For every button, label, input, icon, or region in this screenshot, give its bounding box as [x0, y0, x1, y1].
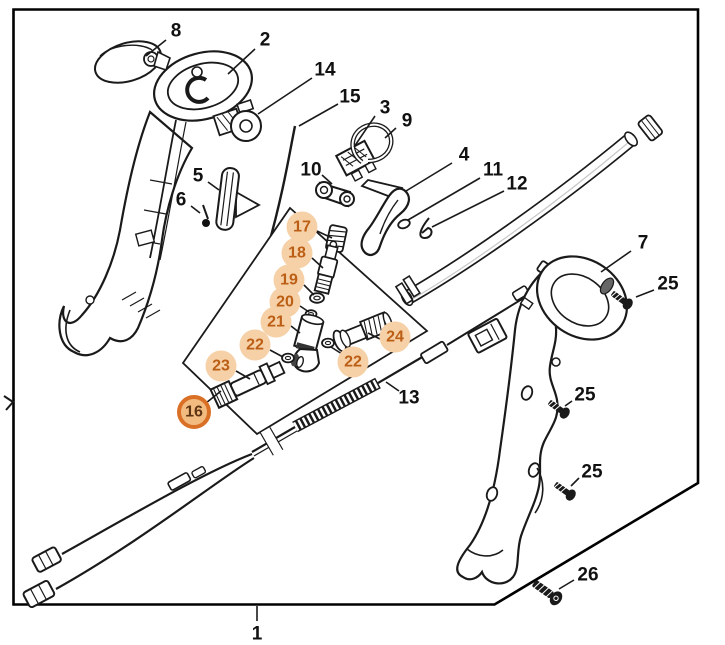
callout-4-label: 4: [459, 145, 470, 166]
part-18-valve-drawing: [313, 240, 339, 295]
part-2-handle-housing-left-drawing: [58, 50, 254, 357]
callout-9-label: 9: [402, 111, 413, 132]
callout-5-label: 5: [193, 166, 204, 187]
callout-23[interactable]: 23: [205, 350, 251, 382]
part-4-trigger-drawing: [360, 179, 410, 256]
part-14-knob-drawing: [212, 99, 262, 142]
callout-19-label: 19: [280, 272, 298, 289]
callout-24[interactable]: 24: [367, 321, 411, 353]
hose-clamp-icon: [637, 114, 663, 142]
screw-25-bottom-drawing: [553, 482, 576, 501]
callout-8-label: 8: [171, 21, 182, 42]
callout-18-label: 18: [288, 245, 306, 262]
callout-16[interactable]: 16: [177, 390, 222, 429]
hose-drawing: [394, 114, 663, 307]
part-9-wire-clip-drawing: [350, 122, 394, 164]
callout-26: 26: [558, 565, 599, 590]
callout-13: 13: [385, 381, 420, 409]
part-5-pin-drawing: [215, 167, 261, 231]
callout-3-label: 3: [380, 98, 391, 119]
callout-12: 12: [431, 174, 528, 228]
screw-26-drawing: [532, 580, 563, 606]
callout-3: 3: [353, 98, 391, 148]
part-13-throttle-cable-drawing: [251, 285, 530, 457]
callout-15-label: 15: [339, 87, 361, 108]
part-21-cylinder-drawing: [291, 313, 325, 373]
callout-10: 10: [300, 160, 333, 185]
callout-14: 14: [257, 60, 336, 115]
drawing-border: [12, 8, 700, 606]
callout-2: 2: [227, 30, 271, 75]
callout-24-label: 24: [386, 329, 404, 346]
part-10-lever-drawing: [315, 181, 355, 208]
callout-9: 9: [384, 111, 413, 139]
callout-21[interactable]: 21: [260, 306, 301, 338]
callout-14-label: 14: [314, 60, 336, 81]
callout-6-label: 6: [176, 190, 187, 211]
callout-25-middle-label: 25: [574, 385, 596, 406]
callout-23-label: 23: [212, 358, 230, 375]
callout-7-label: 7: [638, 233, 649, 254]
callout-11: 11: [407, 160, 504, 221]
callout-22-right[interactable]: 22: [330, 346, 369, 378]
callout-22-right-label: 22: [344, 354, 362, 371]
part-22-oring-right-drawing: [321, 337, 335, 349]
callout-11-label: 11: [483, 160, 504, 181]
callout-25-bottom-label: 25: [581, 462, 603, 483]
callout-2-label: 2: [260, 30, 271, 51]
callout-26-label: 26: [577, 565, 598, 586]
screw-25-top-drawing: [610, 291, 633, 310]
part-11-pin-drawing: [397, 218, 411, 230]
part-24-fitting-drawing: [332, 311, 394, 353]
callout-25-bottom: 25: [570, 462, 603, 487]
callout-20-label: 20: [276, 294, 294, 311]
callout-4: 4: [405, 145, 470, 192]
part-12-hook-drawing: [419, 217, 433, 240]
callout-1-label: 1: [252, 624, 263, 645]
callout-18[interactable]: 18: [281, 237, 324, 269]
callout-1: 1: [252, 606, 263, 645]
callout-8: 8: [145, 21, 182, 57]
callout-13-label: 13: [398, 388, 419, 409]
callout-17[interactable]: 17: [286, 211, 333, 243]
screw-25-middle-drawing: [547, 400, 570, 419]
callout-22-left[interactable]: 22: [239, 329, 284, 361]
callout-25-top: 25: [635, 274, 679, 298]
callout-5: 5: [193, 166, 220, 191]
callout-25-middle: 25: [564, 385, 596, 407]
callout-22-left-label: 22: [246, 337, 264, 354]
part-19-oring-drawing: [309, 292, 325, 304]
callout-10-label: 10: [300, 160, 321, 181]
callout-6: 6: [176, 190, 201, 214]
callout-15: 15: [298, 87, 361, 127]
callout-17-label: 17: [293, 219, 311, 236]
part-22-oring-left-drawing: [281, 352, 295, 364]
callout-16-label: 16: [185, 404, 203, 421]
part-7-handle-housing-right-drawing: [456, 255, 629, 585]
callout-7: 7: [600, 233, 649, 273]
callout-12-label: 12: [506, 174, 527, 195]
cable-harness-drawing: [3, 395, 255, 609]
callout-21-label: 21: [267, 314, 285, 331]
part-6-screw-drawing: [202, 204, 210, 227]
callout-25-top-label: 25: [657, 274, 679, 295]
